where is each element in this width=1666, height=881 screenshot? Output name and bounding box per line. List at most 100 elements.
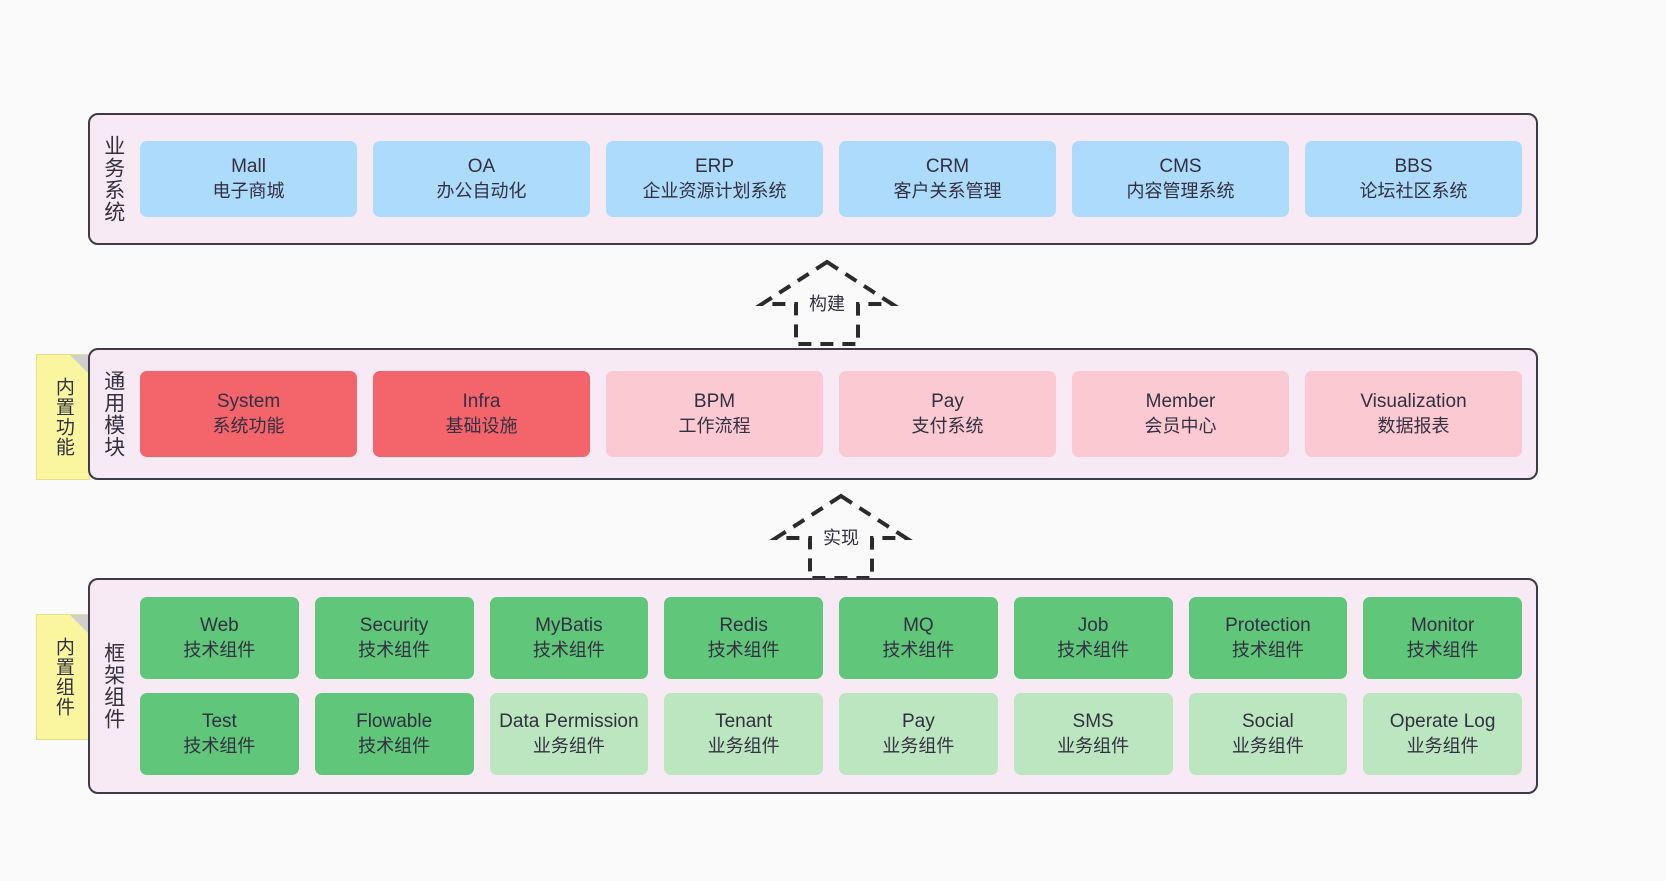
card-subtitle: 工作流程 [678, 415, 751, 436]
card-title: Job [1077, 614, 1109, 636]
card-subtitle: 数据报表 [1377, 415, 1450, 436]
card-title: Monitor [1410, 614, 1475, 636]
card-erp[interactable]: ERP 企业资源计划系统 [606, 141, 823, 217]
arrow-build: 构建 [755, 258, 899, 348]
card-subtitle: 技术组件 [707, 639, 780, 660]
card-subtitle: 业务组件 [882, 735, 955, 756]
card-title: MQ [903, 614, 934, 636]
card-title: Member [1145, 390, 1216, 412]
card-subtitle: 企业资源计划系统 [642, 180, 787, 201]
layer-business-title: 业务系统 [101, 135, 125, 223]
layer-business-systems: 业务系统 Mall 电子商城 OA 办公自动化 ERP 企业资源计划系统 CRM 客户关系管理… [88, 113, 1538, 245]
card-subtitle: 技术组件 [1406, 639, 1479, 660]
arrow-build-label: 构建 [807, 290, 847, 316]
card-bpm[interactable]: BPM 工作流程 [606, 371, 823, 457]
card-title: MyBatis [535, 614, 603, 636]
card-title: Redis [719, 614, 768, 636]
card-title: Tenant [715, 710, 773, 732]
card-member[interactable]: Member 会员中心 [1072, 371, 1289, 457]
layer-modules-title: 通用模块 [101, 370, 125, 458]
card-subtitle: 技术组件 [183, 639, 256, 660]
card-subtitle: 技术组件 [358, 639, 431, 660]
card-title: Protection [1225, 614, 1311, 636]
card-title: Pay [902, 710, 935, 732]
card-redis[interactable]: Redis 技术组件 [664, 597, 823, 679]
card-subtitle: 业务组件 [532, 735, 605, 756]
card-oa[interactable]: OA 办公自动化 [373, 141, 590, 217]
note-builtin-functions-label: 内置功能 [52, 377, 74, 457]
card-title: Data Permission [499, 710, 639, 732]
card-title: Mall [231, 155, 266, 177]
card-system[interactable]: System 系统功能 [140, 371, 357, 457]
card-web[interactable]: Web 技术组件 [140, 597, 299, 679]
note-builtin-functions: 内置功能 [36, 354, 90, 480]
card-subtitle: 技术组件 [1057, 639, 1130, 660]
business-card-list: Mall 电子商城 OA 办公自动化 ERP 企业资源计划系统 CRM 客户关系管理 CMS 内容… [136, 115, 1536, 243]
card-subtitle: 技术组件 [882, 639, 955, 660]
card-cms[interactable]: CMS 内容管理系统 [1072, 141, 1289, 217]
card-title: CMS [1159, 155, 1202, 177]
card-title: Security [359, 614, 429, 636]
card-pay[interactable]: Pay 业务组件 [839, 693, 998, 775]
card-subtitle: 会员中心 [1144, 415, 1217, 436]
card-mybatis[interactable]: MyBatis 技术组件 [489, 597, 649, 679]
card-subtitle: 业务组件 [1057, 735, 1130, 756]
card-subtitle: 技术组件 [1231, 639, 1304, 660]
card-subtitle: 技术组件 [532, 639, 605, 660]
card-title: System [216, 390, 281, 412]
layer-framework-title: 框架组件 [101, 642, 125, 730]
card-bbs[interactable]: BBS 论坛社区系统 [1305, 141, 1522, 217]
card-crm[interactable]: CRM 客户关系管理 [839, 141, 1056, 217]
card-protection[interactable]: Protection 技术组件 [1188, 597, 1348, 679]
note-fold-icon [70, 355, 89, 374]
card-title: BPM [693, 390, 736, 412]
card-subtitle: 技术组件 [358, 735, 431, 756]
card-data-permission[interactable]: Data Permission 业务组件 [489, 693, 649, 775]
card-title: ERP [694, 155, 735, 177]
note-builtin-components-label: 内置组件 [52, 637, 74, 717]
card-tenant[interactable]: Tenant 业务组件 [664, 693, 823, 775]
card-security[interactable]: Security 技术组件 [314, 597, 474, 679]
note-builtin-components: 内置组件 [36, 614, 90, 740]
card-monitor[interactable]: Monitor 技术组件 [1363, 597, 1522, 679]
card-subtitle: 业务组件 [707, 735, 780, 756]
card-mq[interactable]: MQ 技术组件 [839, 597, 998, 679]
card-title: Flowable [356, 710, 433, 732]
card-subtitle: 内容管理系统 [1126, 180, 1235, 201]
card-subtitle: 电子商城 [212, 180, 285, 201]
card-title: Web [200, 614, 239, 636]
note-fold-icon [70, 615, 89, 634]
card-title: Infra [462, 390, 501, 412]
card-title: CRM [925, 155, 970, 177]
card-job[interactable]: Job 技术组件 [1013, 597, 1173, 679]
arrow-implement-label: 实现 [821, 524, 861, 550]
card-subtitle: 论坛社区系统 [1359, 180, 1468, 201]
card-pay[interactable]: Pay 支付系统 [839, 371, 1056, 457]
card-subtitle: 系统功能 [212, 415, 285, 436]
card-subtitle: 支付系统 [911, 415, 984, 436]
card-title: Pay [931, 390, 964, 412]
card-subtitle: 技术组件 [183, 735, 256, 756]
card-title: BBS [1394, 155, 1433, 177]
card-subtitle: 办公自动化 [436, 180, 527, 201]
card-title: Social [1242, 710, 1294, 732]
card-title: Operate Log [1389, 710, 1496, 732]
card-test[interactable]: Test 技术组件 [140, 693, 299, 775]
card-mall[interactable]: Mall 电子商城 [140, 141, 357, 217]
card-subtitle: 客户关系管理 [893, 180, 1002, 201]
card-flowable[interactable]: Flowable 技术组件 [314, 693, 474, 775]
card-title: Test [201, 710, 237, 732]
card-title: OA [467, 155, 496, 177]
card-subtitle: 基础设施 [445, 415, 518, 436]
layer-common-modules: 通用模块 System 系统功能 Infra 基础设施 BPM 工作流程 Pay 支付系统 Me… [88, 348, 1538, 480]
card-infra[interactable]: Infra 基础设施 [373, 371, 590, 457]
